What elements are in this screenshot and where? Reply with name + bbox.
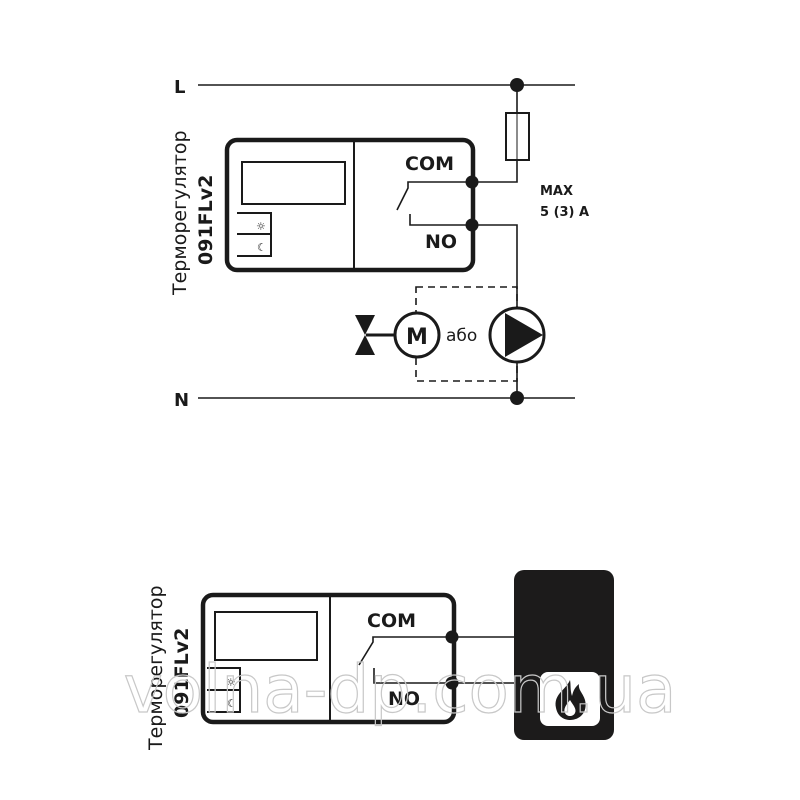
relay-contact: [358, 636, 452, 666]
motor-label: M: [406, 325, 428, 350]
relay-contact: [396, 181, 472, 211]
device-title: Терморегулятор: [145, 585, 167, 751]
flame-inner: [564, 700, 576, 716]
device-model: 091FLv2: [195, 175, 217, 265]
device-model: 091FLv2: [171, 628, 193, 718]
com-wire: [472, 160, 518, 183]
or-label: або: [446, 326, 477, 346]
com-label: COM: [405, 153, 454, 175]
device-title: Терморегулятор: [169, 130, 191, 296]
sun-icon: ☼: [256, 220, 266, 233]
line-l-label: L: [174, 77, 185, 98]
valve-icon: [355, 315, 375, 355]
thermostat-body: [200, 592, 457, 725]
max-label: MAX: [540, 184, 573, 199]
line-n-label: N: [174, 390, 189, 411]
moon-icon: ☾: [257, 241, 267, 254]
no-label: NO: [425, 231, 457, 253]
display: [214, 611, 318, 661]
relay-no-contact: [373, 668, 452, 684]
display: [241, 161, 346, 205]
relay-no-contact: [409, 214, 472, 226]
bottom-diagram: ☼ ☾ COM NO Терморегулятор 091FLv2: [145, 570, 614, 751]
flame-icon: [555, 680, 586, 720]
no-terminal: [445, 676, 459, 690]
junction-dot: [510, 391, 524, 405]
thermostat-top: ☼ ☾ COM NO Терморегулятор 091FLv2: [169, 130, 479, 296]
watermark: volna-dp.com.ua: [124, 651, 677, 728]
moon-icon: ☾: [227, 697, 237, 710]
pump-arrow: [505, 313, 543, 357]
com-terminal: [465, 175, 479, 189]
max-rating: 5 (3) A: [540, 205, 589, 220]
com-label: COM: [367, 610, 416, 632]
top-diagram: L MAX 5 (3) A ☼ ☾ COM NO Терморегулятор …: [169, 77, 589, 411]
sun-icon: ☼: [226, 676, 236, 689]
no-label: NO: [388, 688, 420, 710]
thermostat-body: [224, 137, 476, 273]
com-terminal: [445, 630, 459, 644]
no-terminal: [465, 218, 479, 232]
